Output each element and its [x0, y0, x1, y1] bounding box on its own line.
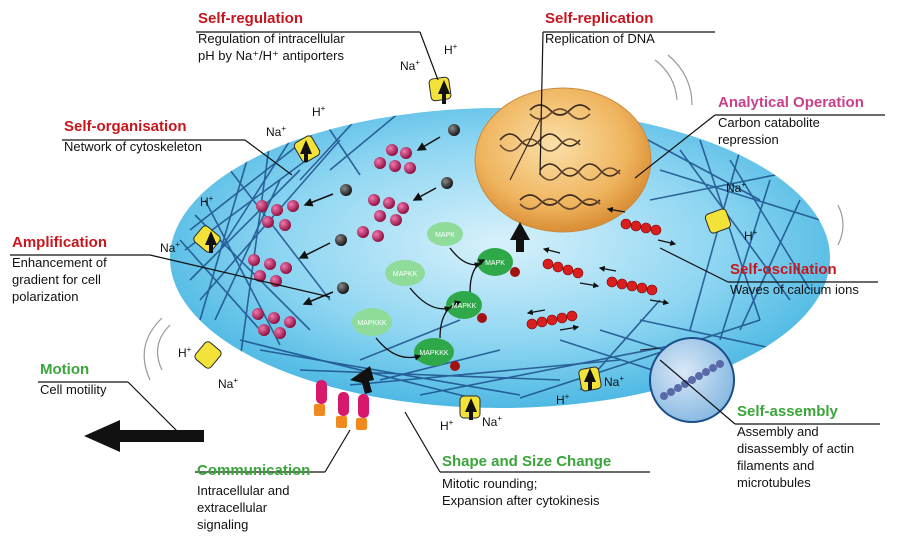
motion-arrow: [84, 420, 204, 452]
motion-line-1: Cell motility: [40, 382, 106, 399]
self-replication-line-1: Replication of DNA: [545, 31, 655, 48]
analytical-operation-annotation: Analytical Operation Carbon catabolite r…: [718, 94, 864, 149]
shape-size-line-2: Expansion after cytokinesis: [442, 493, 611, 510]
ion-na-upper-left: Na+: [266, 124, 286, 139]
ion-na-bottom: Na+: [482, 414, 502, 429]
self-regulation-annotation: Self-regulation Regulation of intracellu…: [198, 10, 345, 65]
mapkkk-active-label: MAPKKK: [419, 350, 449, 357]
ion-h-bottom-right: H+: [556, 392, 569, 407]
self-assembly-title: Self-assembly: [737, 403, 854, 420]
communication-line-2: extracellular: [197, 500, 310, 517]
mapkk-label: MAPKK: [393, 271, 418, 278]
self-oscillation-line-1: Waves of calcium ions: [730, 282, 859, 299]
communication-title: Communication: [197, 462, 310, 479]
self-oscillation-title: Self-oscillation: [730, 261, 859, 278]
shape-size-title: Shape and Size Change: [442, 453, 611, 470]
self-assembly-line-2: disassembly of actin: [737, 441, 854, 458]
mapk-label: MAPK: [435, 232, 455, 239]
analytical-operation-line-1: Carbon catabolite: [718, 115, 864, 132]
ion-na-right: Na+: [726, 180, 746, 195]
ion-h-top: H+: [444, 42, 457, 57]
ion-h-upper-left: H+: [312, 104, 325, 119]
self-regulation-line-1: Regulation of intracellular: [198, 31, 345, 48]
analytical-operation-title: Analytical Operation: [718, 94, 864, 111]
ion-na-lower-left: Na+: [218, 376, 238, 391]
mapkk-active-label: MAPKK: [452, 303, 477, 310]
amplification-line-1: Enhancement of: [12, 255, 107, 272]
ion-na-left: Na+: [160, 240, 180, 255]
self-assembly-line-4: microtubules: [737, 475, 854, 492]
self-assembly-annotation: Self-assembly Assembly and disassembly o…: [737, 403, 854, 492]
communication-line-3: signaling: [197, 517, 310, 534]
self-regulation-title: Self-regulation: [198, 10, 345, 27]
motion-annotation: Motion Cell motility: [40, 361, 106, 399]
ion-h-lower-left: H+: [178, 345, 191, 360]
amplification-annotation: Amplification Enhancement of gradient fo…: [12, 234, 107, 306]
mapk-active-label: MAPK: [485, 260, 505, 267]
ion-h-right: H+: [744, 228, 757, 243]
shape-size-line-1: Mitotic rounding;: [442, 476, 611, 493]
analytical-operation-line-2: repression: [718, 132, 864, 149]
amplification-title: Amplification: [12, 234, 107, 251]
ion-h-left: H+: [200, 194, 213, 209]
motion-title: Motion: [40, 361, 106, 378]
self-organisation-title: Self-organisation: [64, 118, 202, 135]
self-replication-title: Self-replication: [545, 10, 655, 27]
nucleus: [475, 88, 651, 232]
ion-h-bottom: H+: [440, 418, 453, 433]
self-assembly-line-3: filaments and: [737, 458, 854, 475]
self-organisation-annotation: Self-organisation Network of cytoskeleto…: [64, 118, 202, 156]
self-organisation-line-1: Network of cytoskeleton: [64, 139, 202, 156]
ion-na-bottom-right: Na+: [604, 374, 624, 389]
ion-na-top: Na+: [400, 58, 420, 73]
mapkkk-label: MAPKKK: [357, 320, 387, 327]
amplification-line-2: gradient for cell: [12, 272, 107, 289]
self-oscillation-annotation: Self-oscillation Waves of calcium ions: [730, 261, 859, 299]
self-replication-annotation: Self-replication Replication of DNA: [545, 10, 655, 48]
self-assembly-line-1: Assembly and: [737, 424, 854, 441]
communication-line-1: Intracellular and: [197, 483, 310, 500]
communication-annotation: Communication Intracellular and extracel…: [197, 462, 310, 534]
shape-size-annotation: Shape and Size Change Mitotic rounding; …: [442, 453, 611, 510]
amplification-line-3: polarization: [12, 289, 107, 306]
self-regulation-line-2: pH by Na⁺/H⁺ antiporters: [198, 48, 345, 65]
